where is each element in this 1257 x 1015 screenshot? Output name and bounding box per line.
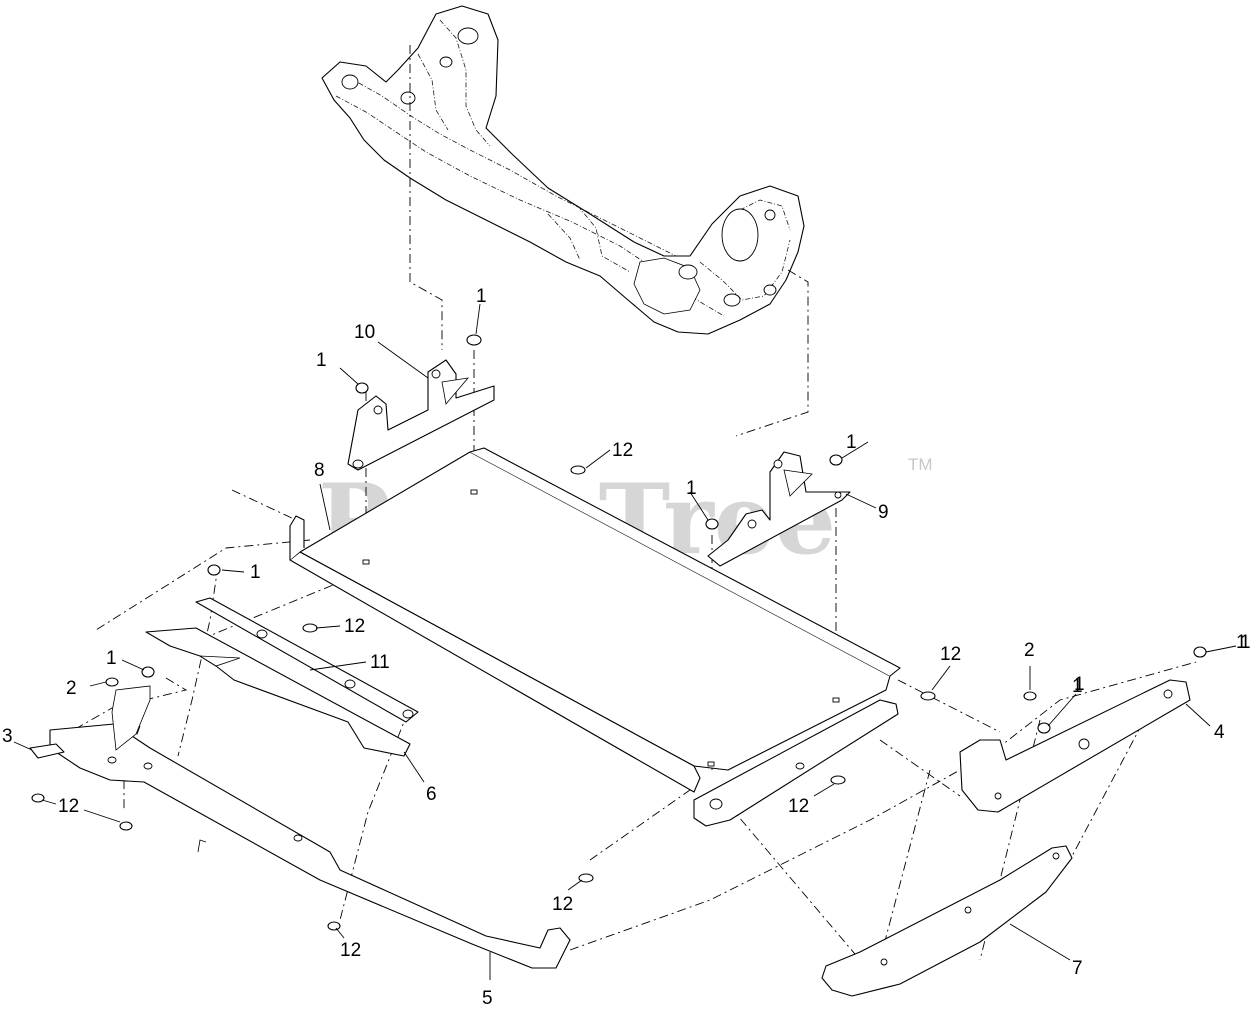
callout-1: 1	[1240, 632, 1251, 653]
watermark-trademark: TM	[908, 455, 933, 474]
callout-1: 1	[316, 350, 327, 371]
callout-12: 12	[344, 616, 365, 637]
side-plate-right	[693, 699, 899, 827]
callout-2: 2	[1024, 640, 1035, 661]
leader-lines	[13, 303, 1237, 980]
callout-9: 9	[878, 502, 889, 523]
callout-12: 12	[552, 894, 573, 915]
strip-11	[195, 597, 419, 723]
callout-12: 12	[340, 940, 361, 961]
callout-1: 1	[1236, 632, 1247, 653]
bracket-left	[347, 359, 495, 471]
callout-11: 11	[370, 652, 390, 673]
mower-frame	[321, 5, 805, 335]
callout-1: 1	[476, 286, 487, 307]
callout-1: 1	[250, 562, 261, 583]
callout-1: 1	[1072, 676, 1083, 697]
callout-3: 3	[2, 726, 13, 747]
callout-12: 12	[940, 644, 961, 665]
skid-7	[821, 845, 1073, 997]
callout-1: 1	[846, 432, 857, 453]
deck-plate	[289, 447, 901, 793]
callout-6: 6	[426, 784, 437, 805]
callout-1: 1	[686, 478, 697, 499]
callout-labels: 1 1 1 10 1 12 1 8 1 9 1 12 11 1 2 3 12 6…	[2, 286, 1251, 1009]
bracket-right	[707, 451, 851, 567]
callout-12: 12	[788, 796, 809, 817]
callout-5: 5	[482, 988, 493, 1009]
callout-7: 7	[1072, 958, 1083, 979]
callout-1: 1	[1074, 674, 1085, 695]
callout-4: 4	[1214, 722, 1225, 743]
callout-1: 1	[106, 648, 117, 669]
callout-12: 12	[612, 440, 633, 461]
rail-5	[49, 685, 571, 969]
callout-12: 12	[58, 796, 79, 817]
baffle-6	[145, 627, 411, 757]
callout-8: 8	[314, 460, 325, 481]
arm-4	[959, 679, 1191, 813]
callout-2: 2	[66, 678, 77, 699]
callout-10: 10	[354, 322, 375, 343]
clip-3	[29, 743, 65, 759]
fasteners	[31, 334, 1207, 931]
